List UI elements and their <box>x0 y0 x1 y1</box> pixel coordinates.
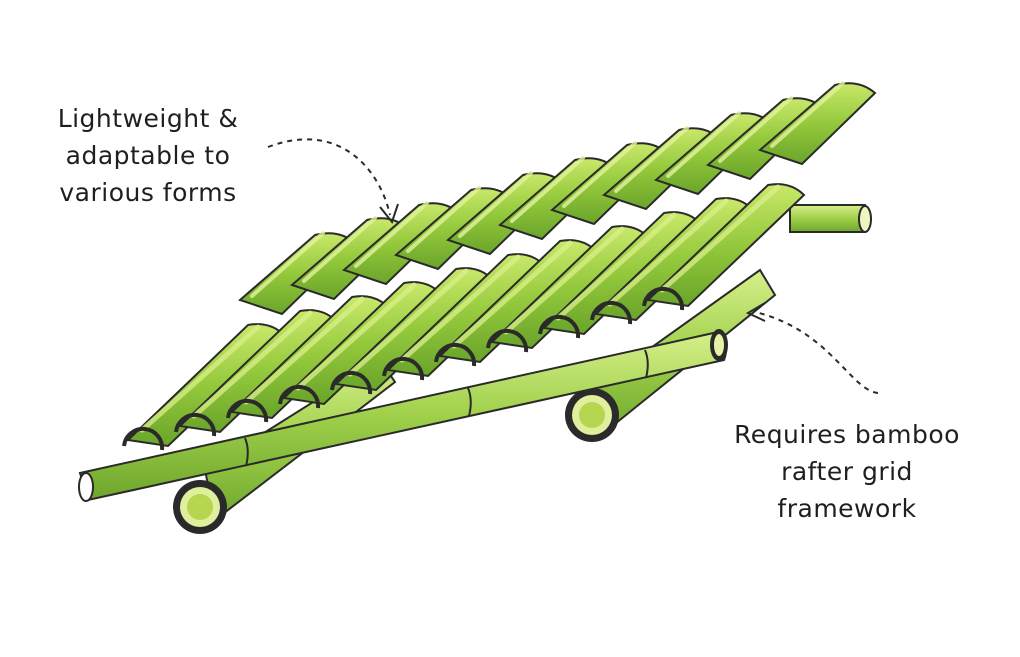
bamboo-tiles-top-layer <box>238 81 877 316</box>
annotation-line: adaptable to <box>65 141 231 170</box>
annotation-line: framework <box>777 494 917 523</box>
bamboo-tile-top <box>758 81 877 166</box>
bamboo-tile-bottom <box>174 309 338 437</box>
rear-rafter-pole <box>789 204 872 233</box>
bamboo-tile-bottom <box>642 183 806 311</box>
annotation-lightweight: Lightweight & adaptable to various forms <box>18 100 278 211</box>
annotation-line: Lightweight & <box>57 104 239 133</box>
annotation-line: various forms <box>59 178 237 207</box>
bamboo-tiles-bottom-layer <box>122 183 806 451</box>
arrow-right-annotation <box>745 302 879 394</box>
annotation-framework: Requires bamboo rafter grid framework <box>712 416 982 527</box>
front-rafter-pole <box>78 329 728 502</box>
bamboo-tile-bottom <box>122 323 286 451</box>
annotation-line: Requires bamboo <box>734 420 960 449</box>
arrow-left-annotation <box>267 138 399 225</box>
annotation-line: rafter grid <box>781 457 913 486</box>
